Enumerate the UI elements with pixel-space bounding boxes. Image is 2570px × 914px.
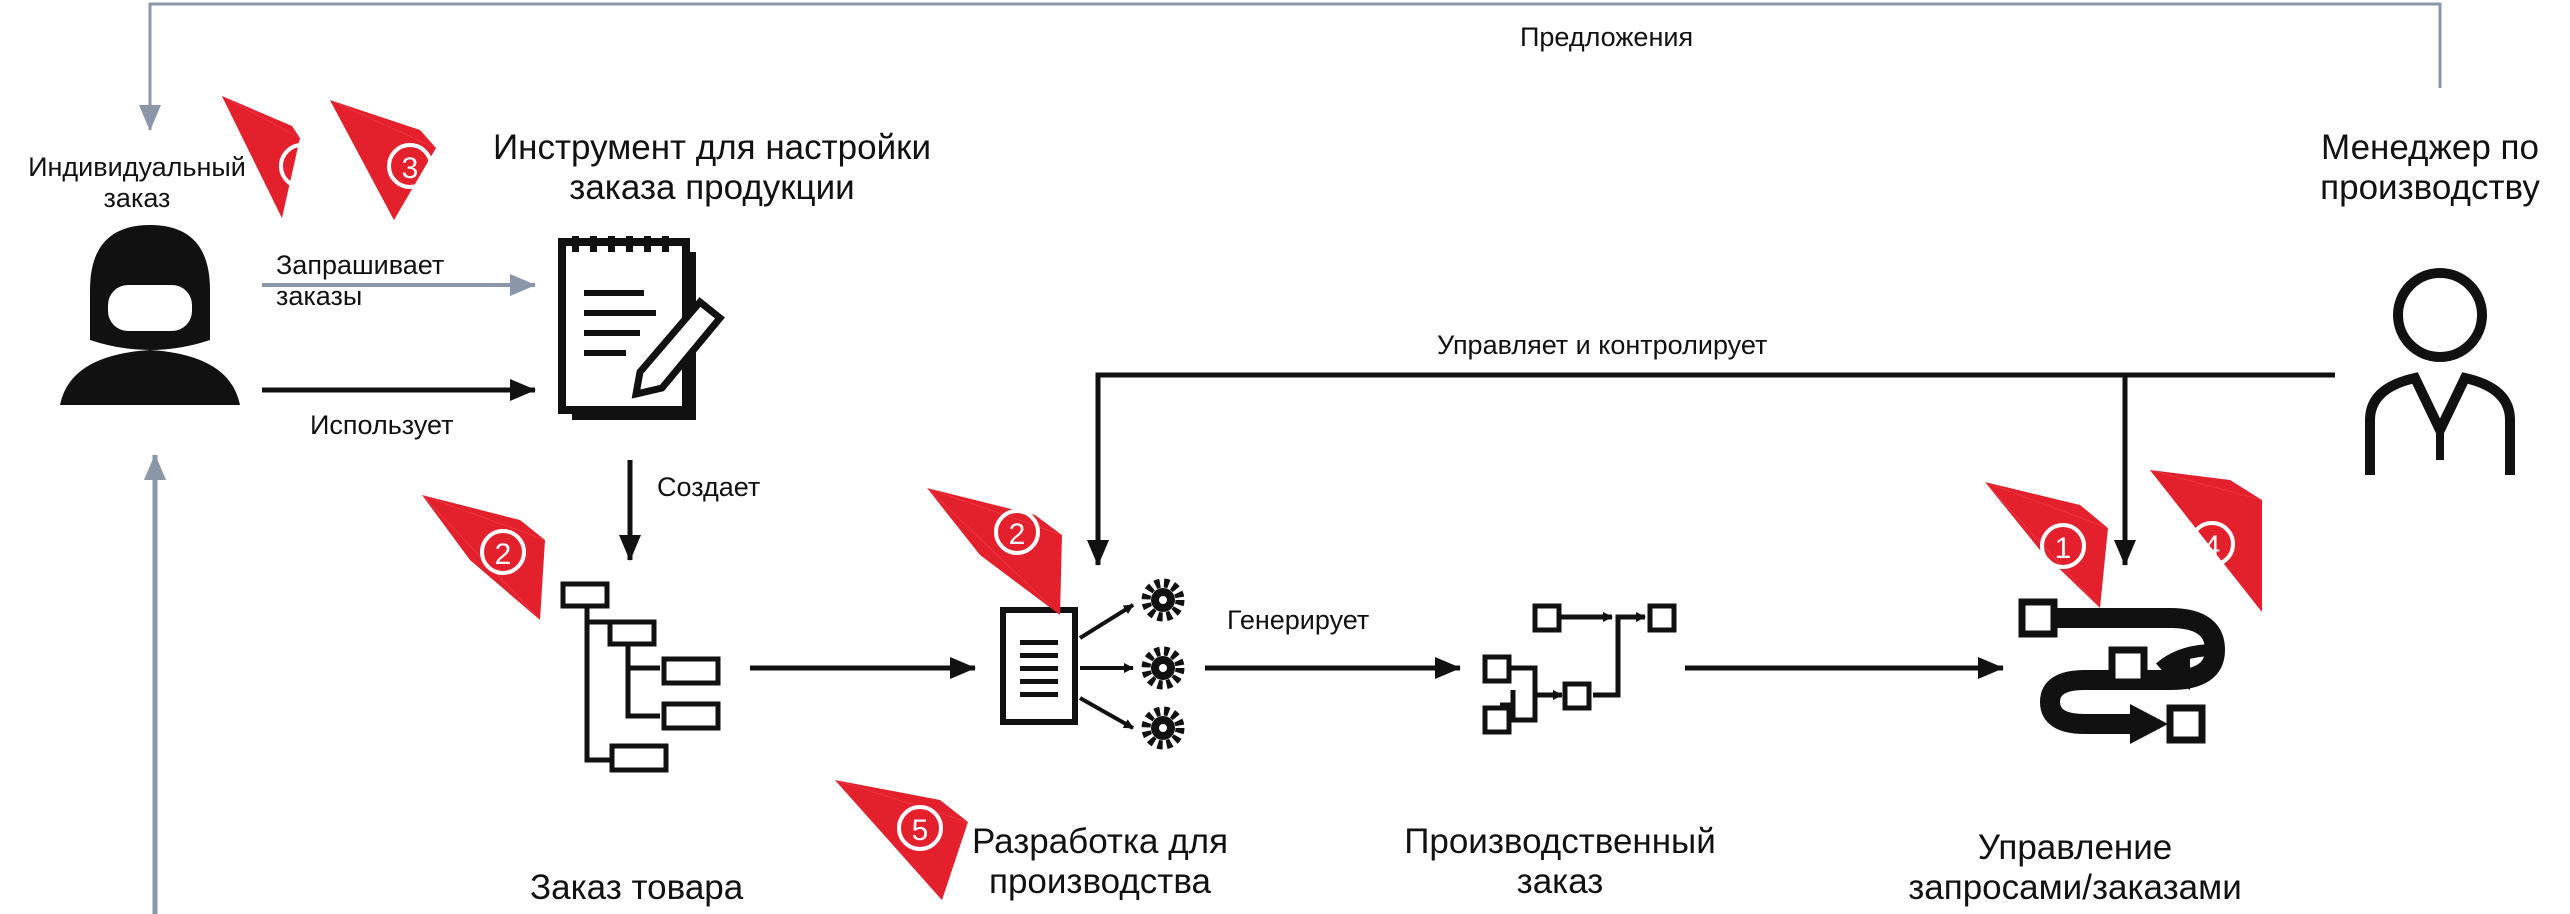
product-order-tree-icon — [560, 581, 721, 773]
marker-2-tree: 2 — [422, 495, 545, 620]
production-order-label: Производственный заказ — [1390, 822, 1730, 903]
gear-icon — [1141, 578, 1185, 622]
config-tool-label-line1: Инструмент для настройки — [493, 128, 931, 167]
manager-label-line2: производству — [2320, 168, 2540, 208]
customer-label: Индивидуальный заказ — [2, 152, 272, 214]
requests-orders-line1: Запрашивает — [276, 250, 445, 280]
marker-5-number: 5 — [912, 814, 929, 847]
dev-production-line2: производства — [989, 862, 1211, 902]
customer-label-line1: Индивидуальный — [28, 152, 246, 182]
marker-2-tree-number: 2 — [495, 538, 512, 571]
request-management-line2: запросами/заказами — [1908, 868, 2242, 908]
requests-orders-line2: заказы — [276, 281, 363, 312]
request-management-line1: Управление — [1977, 828, 2173, 867]
marker-1-number: 1 — [294, 152, 311, 185]
production-order-line2: заказ — [1516, 862, 1604, 902]
gear-icon — [1141, 646, 1185, 690]
marker-4-number: 4 — [2204, 530, 2221, 563]
feedback-proposals-line — [139, 2, 2442, 131]
creates-label: Создает — [657, 472, 761, 502]
marker-5: 5 — [835, 780, 968, 900]
config-tool-label: Инструмент для настройки заказа продукци… — [462, 128, 962, 209]
request-management-label: Управление запросами/заказами — [1905, 828, 2245, 909]
customer-icon — [60, 225, 240, 405]
marker-3-number: 3 — [402, 152, 419, 185]
requests-orders-label: Запрашивает заказы — [276, 250, 444, 312]
production-order-flow-icon — [1482, 603, 1677, 735]
dev-production-line1: Разработка для — [971, 822, 1229, 861]
marker-1-mgmt: 1 — [1985, 482, 2108, 608]
marker-2-dev: 2 — [927, 488, 1062, 615]
uses-label: Использует — [310, 410, 454, 440]
marker-1: 1 — [222, 96, 325, 218]
manager-icon — [2365, 268, 2515, 475]
customer-label-line2: заказ — [103, 183, 171, 214]
marker-3: 3 — [330, 100, 436, 220]
dev-production-label: Разработка для производства — [940, 822, 1260, 903]
gear-icon — [1141, 706, 1185, 750]
request-management-icon — [2018, 598, 2226, 744]
marker-1-mgmt-number: 1 — [2055, 532, 2072, 565]
manages-controls-label: Управляет и контролирует — [1437, 330, 1768, 360]
config-tool-label-line2: заказа продукции — [569, 168, 855, 208]
notepad-icon — [558, 236, 725, 420]
manages-controls-line — [1087, 372, 2335, 566]
dev-document-icon — [1000, 603, 1135, 730]
generates-label: Генерирует — [1227, 605, 1370, 635]
manager-label: Менеджер по производству — [2290, 128, 2570, 209]
production-order-line1: Производственный — [1404, 822, 1716, 861]
product-order-label: Заказ товара — [530, 868, 744, 907]
marker-2-dev-number: 2 — [1009, 518, 1026, 551]
marker-4: 4 — [2150, 470, 2262, 612]
proposals-label: Предложения — [1520, 22, 1694, 52]
manager-label-line1: Менеджер по — [2321, 128, 2539, 167]
